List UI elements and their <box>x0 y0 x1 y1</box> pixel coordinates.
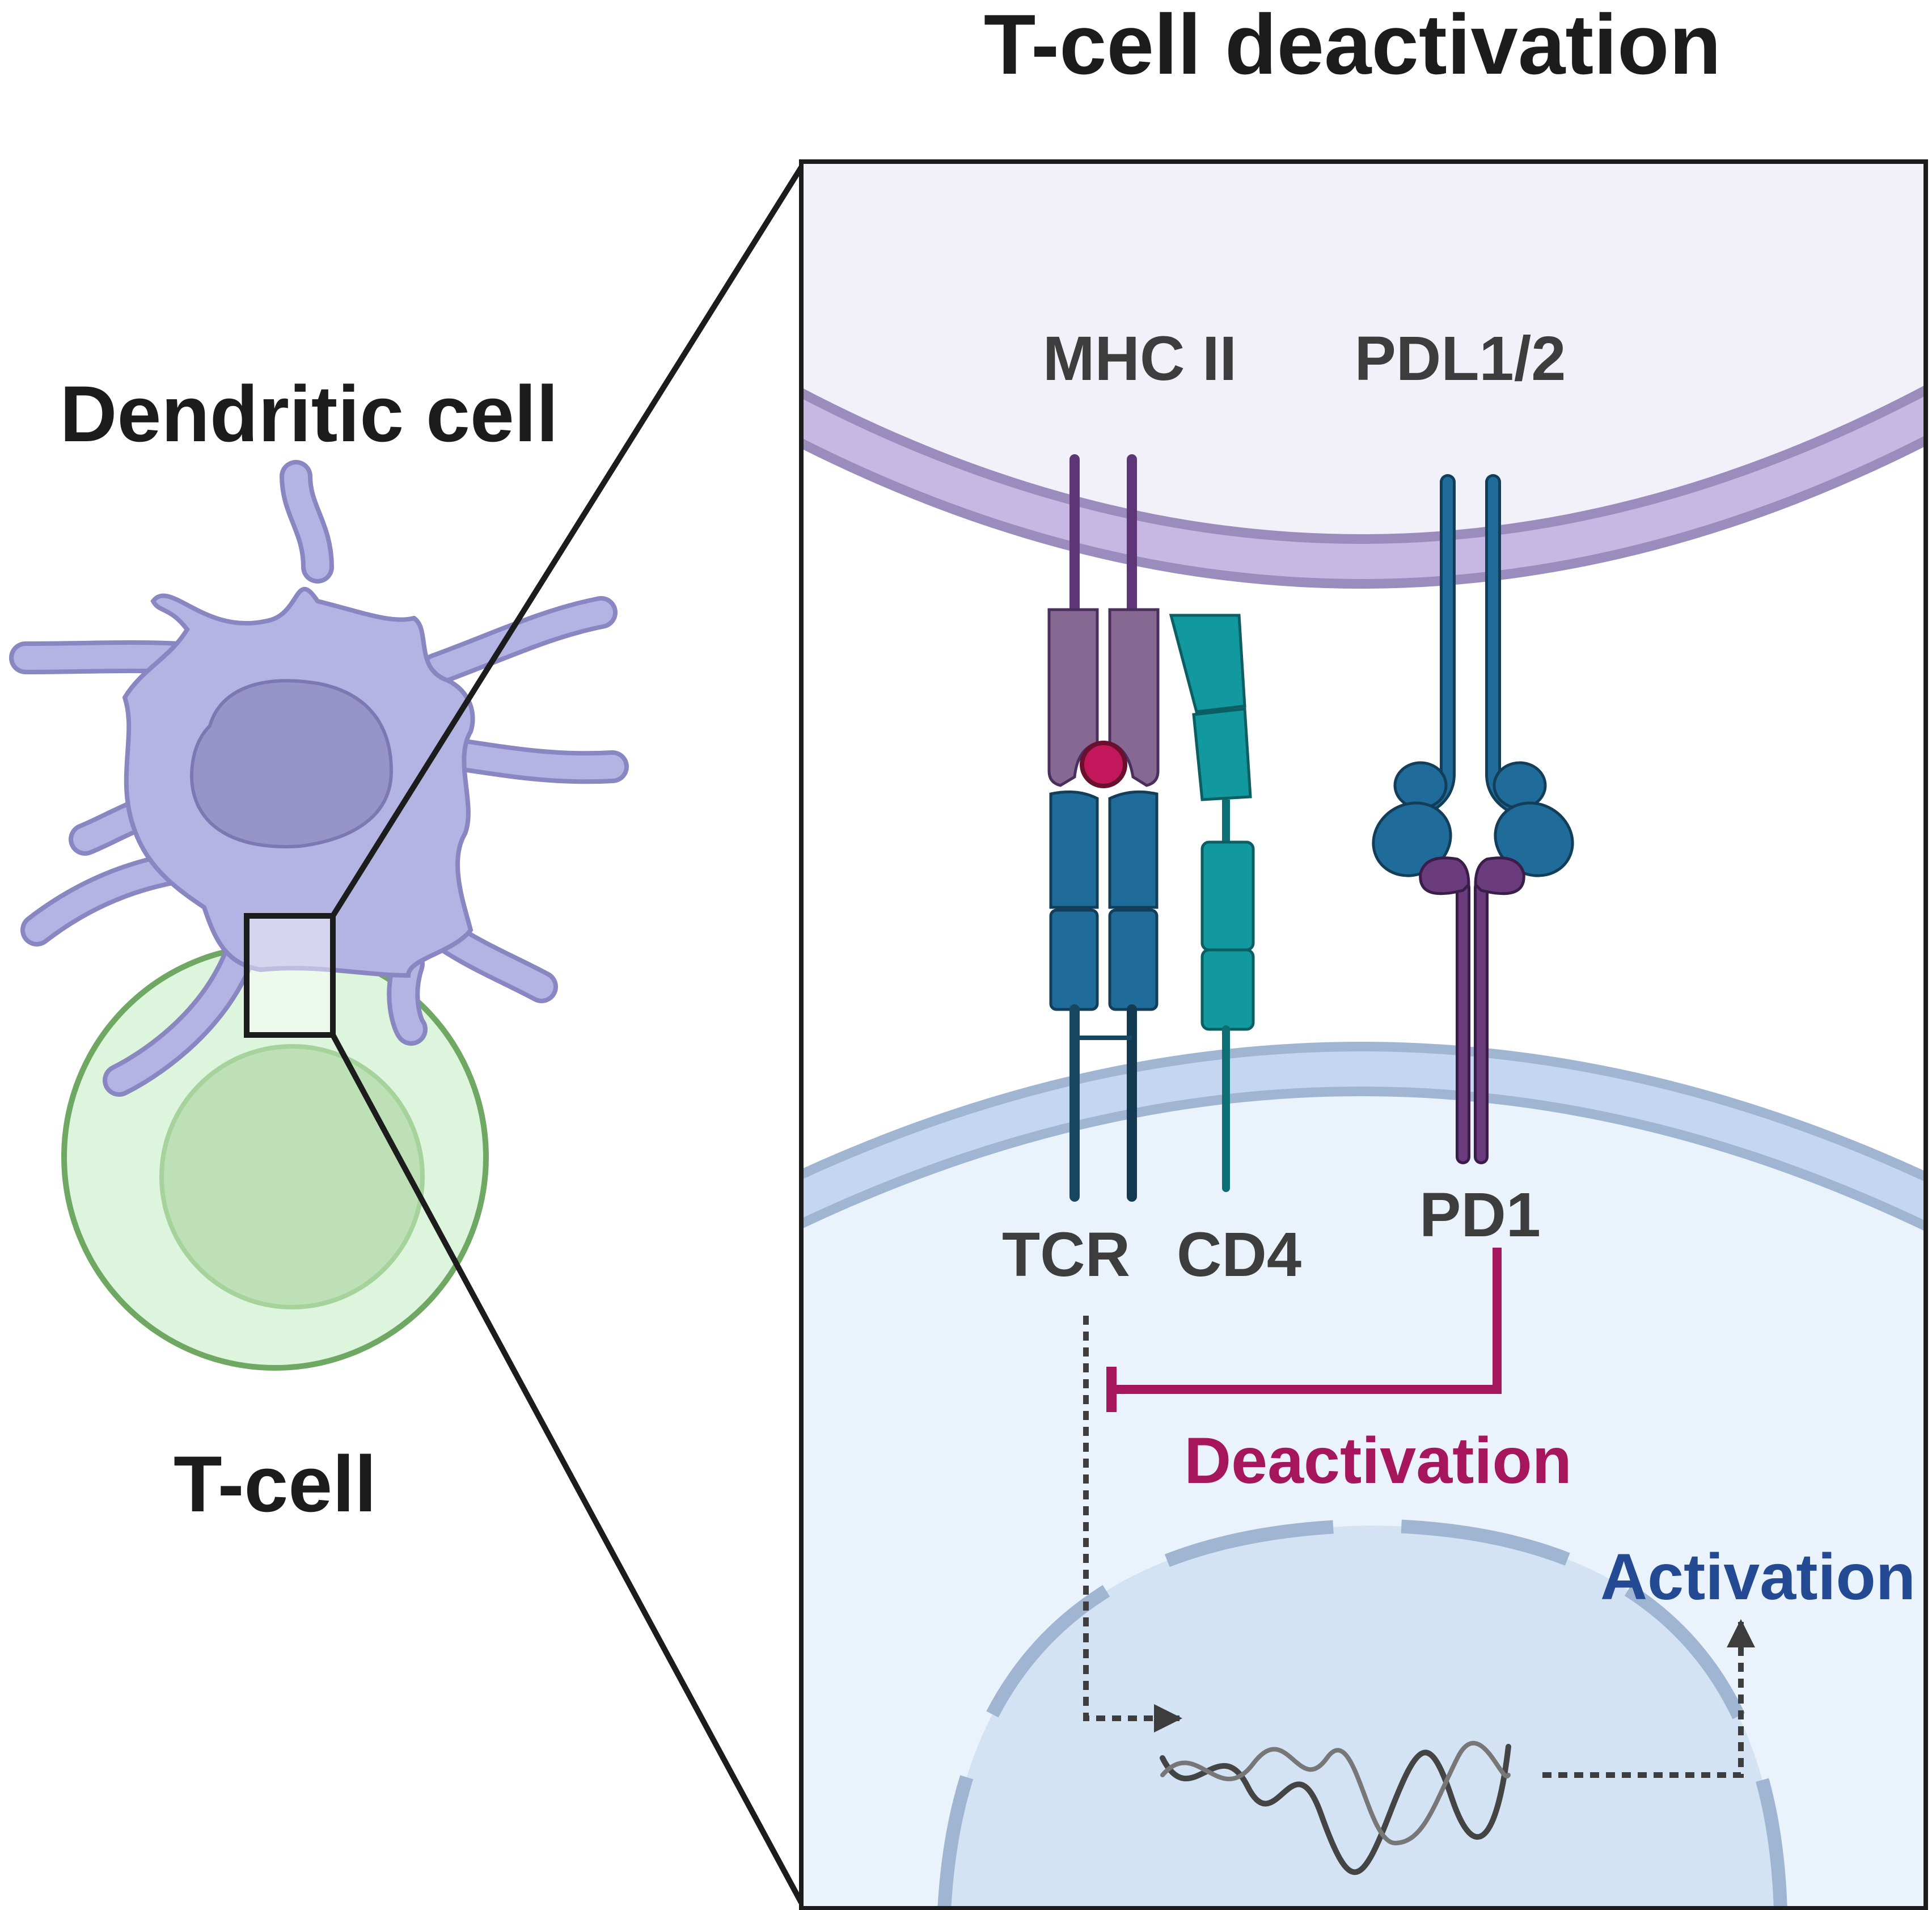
gene-activation-arrow <box>1542 1619 1755 1778</box>
deactivation-label: Deactivation <box>1184 1425 1572 1497</box>
cd4 <box>1169 614 1255 1192</box>
t-cell-nucleus <box>159 1044 425 1309</box>
mhc-ii <box>1047 454 1160 788</box>
activation-label: Activation <box>1600 1541 1916 1613</box>
zoom-box <box>244 913 336 1038</box>
synapse-panel <box>801 162 1926 1908</box>
pd1 <box>1419 856 1525 1164</box>
cd4-label: CD4 <box>1177 1220 1301 1290</box>
tcr-label: TCR <box>1002 1220 1130 1290</box>
dna-icon <box>1160 1740 1511 1875</box>
figure-title: T-cell deactivation <box>984 0 1721 92</box>
t-cell-label: T-cell <box>174 1439 377 1528</box>
pdl-label: PDL1/2 <box>1355 324 1566 394</box>
inhibition-arrow <box>1106 1248 1502 1412</box>
mhc-ii-label: MHC II <box>1043 324 1237 394</box>
synapse-panel-frame <box>799 159 1928 1910</box>
apc-cytoplasm <box>801 162 1926 553</box>
tcell-nucleus <box>937 1518 1787 1908</box>
antigen-peptide <box>1080 741 1127 788</box>
dendritic-cell <box>9 460 629 1097</box>
zoom-line-bottom <box>330 1033 804 1904</box>
pd1-label: PD1 <box>1419 1180 1541 1250</box>
tcr <box>1049 790 1159 1202</box>
dendritic-cell-label: Dendritic cell <box>60 369 558 458</box>
tcr-signal-arrow <box>1083 1316 1182 1732</box>
zoom-line-top <box>330 166 804 918</box>
dendritic-cell-nucleus <box>189 679 394 848</box>
